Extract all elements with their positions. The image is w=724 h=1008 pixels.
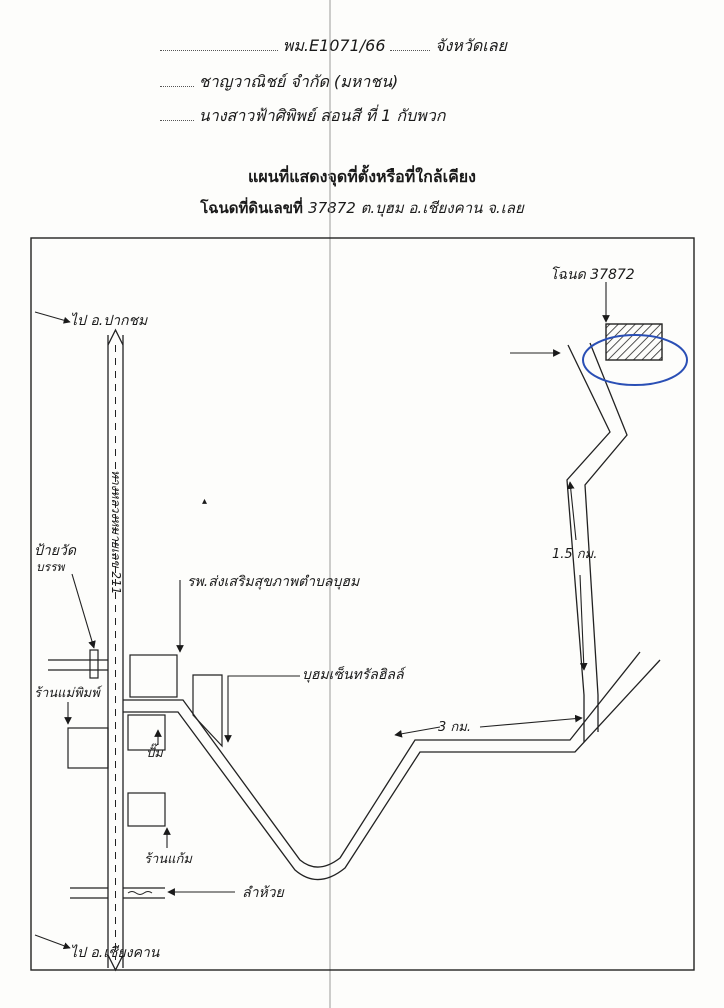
building-pump	[127, 714, 166, 751]
building-village	[192, 674, 223, 748]
spur-inner	[584, 342, 628, 732]
header-line-3-printed	[160, 120, 194, 121]
label-to-north: ไป อ.ปากชม	[70, 313, 148, 329]
header-line-2-hand: ชาญวาณิชย์ จำกัด (มหาชน)	[198, 72, 399, 91]
map-subtitle: โฉนดที่ดินเลขที่ 37872 ต.บุฮม อ.เชียงคาน…	[0, 196, 724, 220]
deed-circle	[582, 334, 688, 386]
stray-mark: ▴	[202, 496, 208, 507]
north-arrow	[107, 328, 124, 346]
building-shop2	[127, 792, 166, 827]
label-shop2: ร้านแก้ม	[144, 852, 192, 867]
arrow-south-label	[34, 934, 71, 950]
header-line-2-printed	[160, 86, 194, 87]
label-15km: 1.5 กม.	[552, 547, 598, 562]
building-hospital	[129, 654, 178, 698]
arrow-3km-right	[479, 714, 583, 728]
sign-post	[89, 649, 99, 679]
header-line-1: พม.E1071/66 จังหวัดเลย	[160, 34, 724, 59]
label-stream: ลำห้วย	[242, 885, 284, 901]
header-line-3-hand: นางสาวฟ้าศิพิพย์ สอนสี ที่ 1 กับพวก	[198, 106, 446, 125]
header-line-1-dots	[390, 50, 431, 51]
spur-outer	[566, 344, 611, 742]
arrow-sign	[71, 573, 96, 649]
header-line-1-printed	[160, 50, 278, 51]
arrow-15km-up	[566, 481, 577, 541]
arrow-3km-left	[394, 726, 441, 738]
map-frame	[30, 237, 695, 971]
label-sign: ป้ายวัด	[34, 543, 76, 559]
branch-road-inner	[123, 659, 661, 881]
label-highway: ทางหลวงหมายเลข 211	[109, 470, 123, 595]
label-deed: โฉนด 37872	[550, 267, 635, 283]
arrow-north-label	[34, 311, 71, 324]
label-to-south: ไป อ.เชียงคาน	[70, 945, 160, 961]
deed-parcel	[605, 323, 663, 361]
label-3km: 3 กม.	[438, 720, 471, 735]
south-arrow	[107, 954, 124, 972]
header-line-3: นางสาวฟ้าศิพิพย์ สอนสี ที่ 1 กับพวก	[160, 104, 724, 129]
header-line-1-hand2: จังหวัดเลย	[435, 36, 507, 55]
arrow-village	[224, 675, 300, 743]
building-shop1	[67, 727, 109, 769]
label-village: บุฮมเซ็นทรัลฮิลล์	[302, 667, 404, 683]
label-hospital: รพ.ส่งเสริมสุขภาพตำบลบุฮม	[187, 574, 360, 590]
arrow-15km-down	[579, 574, 588, 671]
label-sign-2: บรรพ	[36, 560, 65, 574]
header-line-1-hand: พม.E1071/66	[282, 36, 386, 55]
map-subtitle-prefix: โฉนดที่ดินเลขที่	[200, 199, 303, 217]
label-shop1: ร้านแม่พิมพ์	[34, 686, 100, 701]
map-subtitle-hand: 37872 ต.บุฮม อ.เชียงคาน จ.เลย	[308, 199, 524, 217]
label-pump: ปั๊ม	[146, 746, 163, 761]
stream-wave	[127, 891, 153, 895]
map-title: แผนที่แสดงจุดที่ตั้งหรือที่ใกล้เคียง	[248, 167, 476, 186]
branch-road-outer	[123, 651, 641, 868]
header-line-2: ชาญวาณิชย์ จำกัด (มหาชน)	[160, 70, 724, 95]
